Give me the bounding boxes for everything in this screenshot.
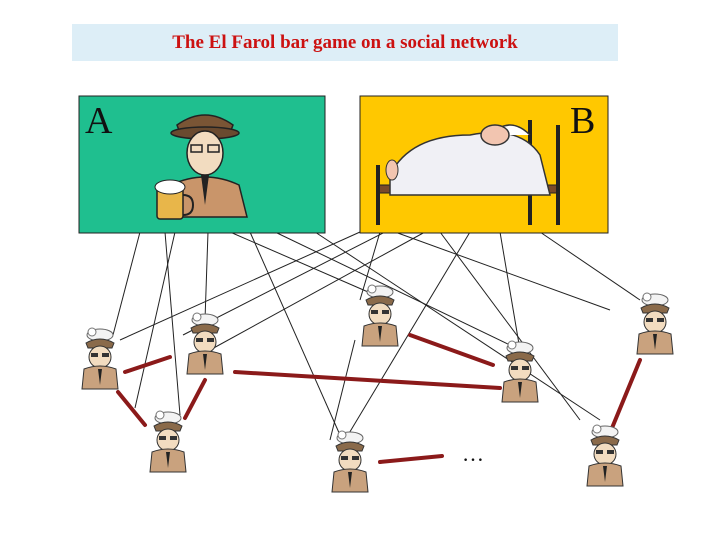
ellipsis-more-agents: … bbox=[462, 441, 484, 466]
agent-person-icon bbox=[636, 292, 674, 355]
choice-b-label: B bbox=[570, 100, 595, 142]
choice-b-box: B bbox=[359, 95, 609, 234]
agent-person-icon bbox=[361, 284, 399, 347]
man-drinking-beer-icon bbox=[154, 114, 248, 220]
choice-a-label: A bbox=[85, 100, 113, 142]
agent-person-icon bbox=[186, 312, 224, 375]
person-sleeping-in-bed-icon bbox=[376, 120, 560, 225]
agent-person-icon bbox=[81, 327, 119, 390]
social-links bbox=[116, 333, 642, 464]
diagram-title: The El Farol bar game on a social networ… bbox=[172, 31, 518, 53]
agent-person-icon bbox=[501, 340, 539, 403]
title-banner: The El Farol bar game on a social networ… bbox=[72, 24, 618, 61]
agent-person-icon bbox=[149, 410, 187, 473]
agent-person-icon bbox=[331, 430, 369, 493]
choice-a-box: A bbox=[78, 95, 326, 234]
agent-person-icon bbox=[586, 424, 624, 487]
